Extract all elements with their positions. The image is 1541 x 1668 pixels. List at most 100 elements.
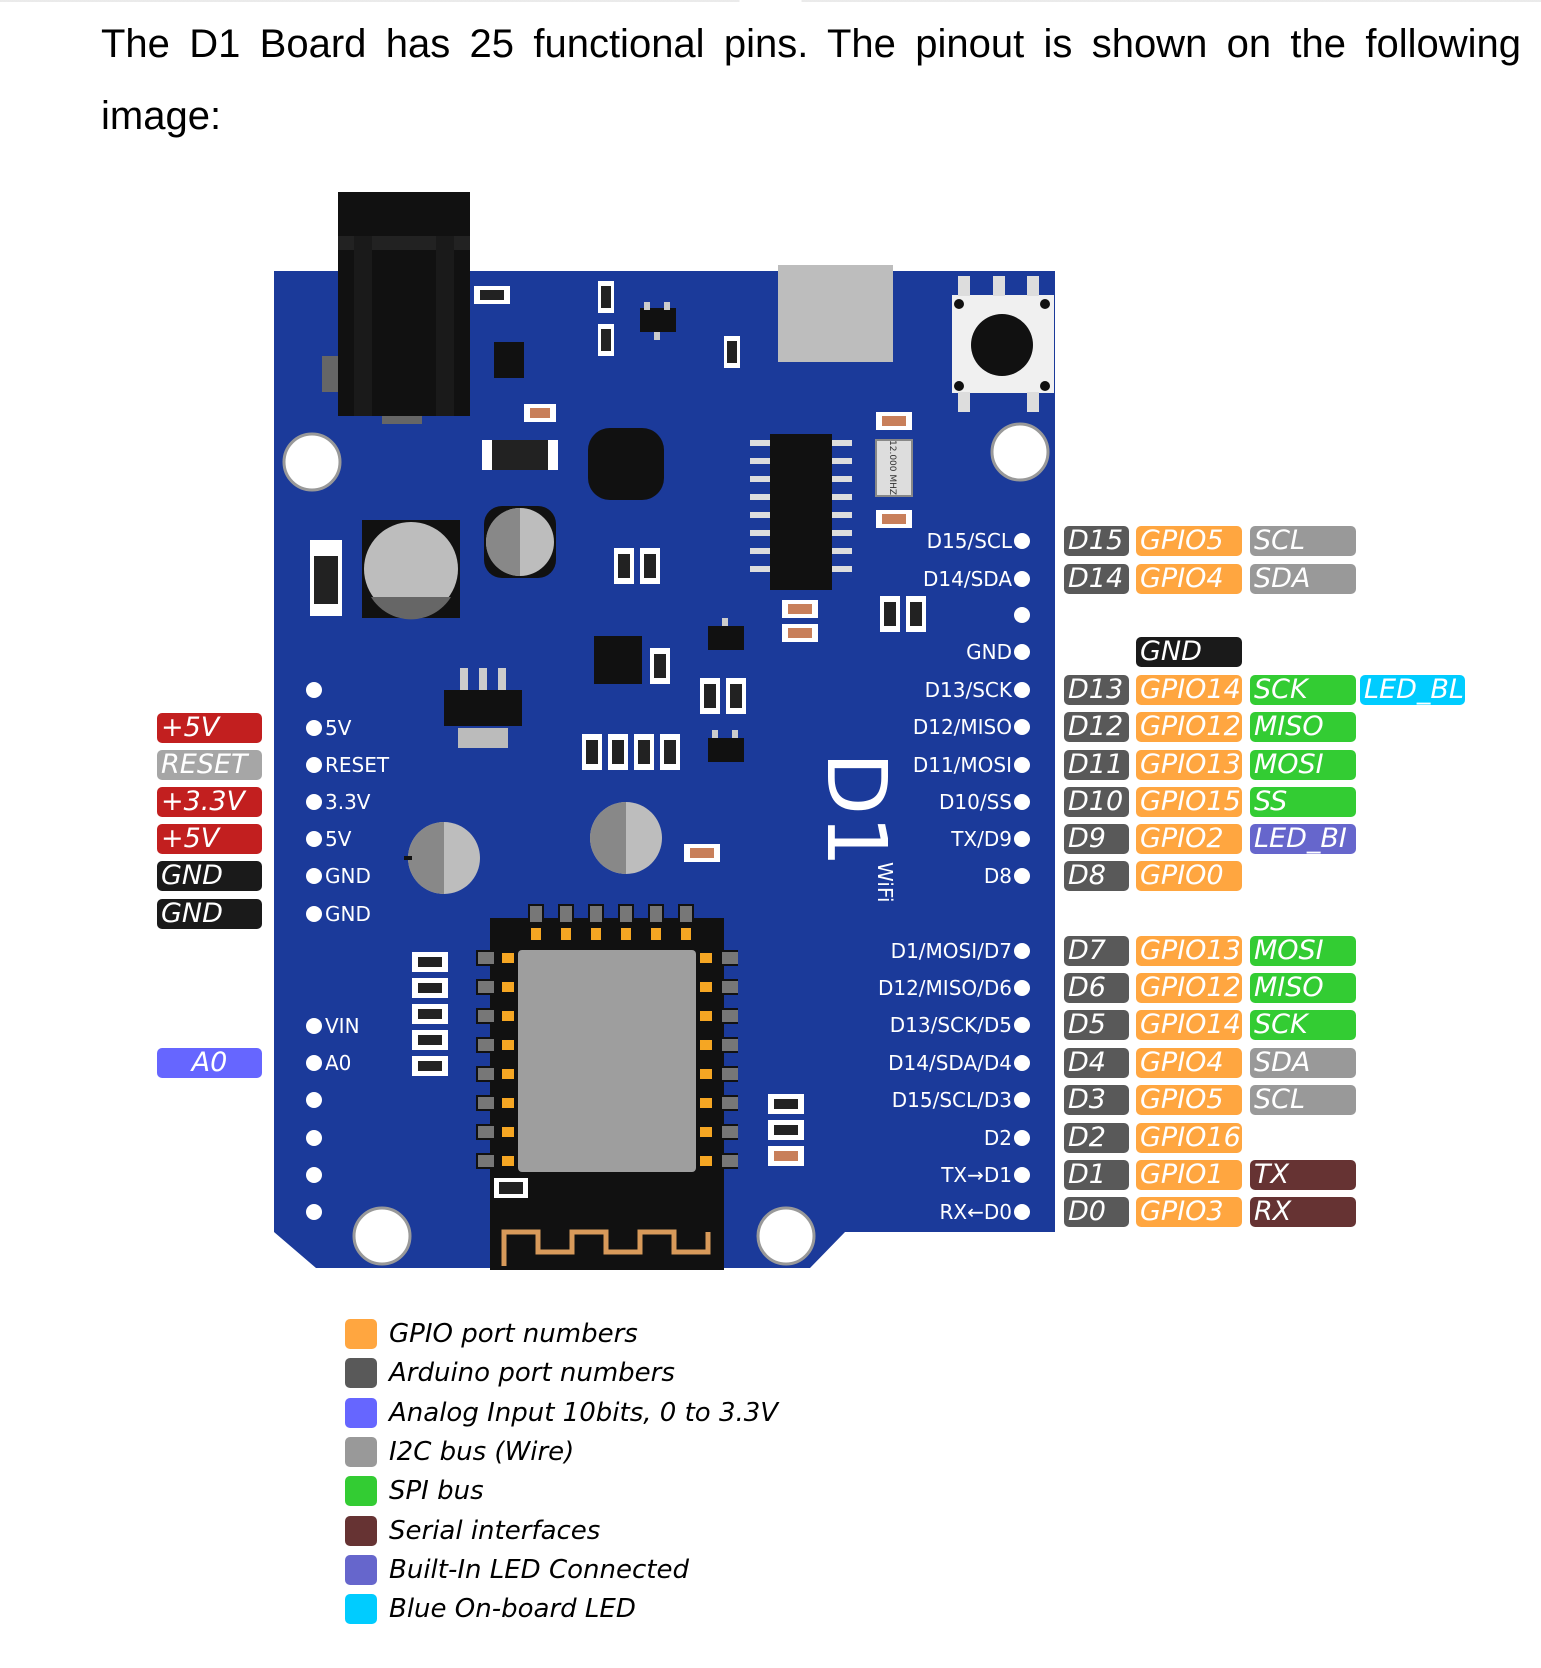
right-pin-tag: D10 [1064,787,1129,817]
left-header-pin [306,794,322,810]
mount-hole [282,432,342,492]
right-header-pin [1014,831,1030,847]
right-pin-tag: LED_BI [1250,824,1356,854]
right-pin-tag: MOSI [1250,750,1356,780]
right-header-pin [1014,719,1030,735]
right-header-pin [1014,607,1030,623]
mount-hole [756,1206,816,1266]
legend-swatch [345,1515,377,1546]
right-pin-tag: SCL [1250,526,1356,556]
left-header-pin [306,720,322,736]
right-pin-label: D1/MOSI/D7 [890,939,1012,963]
right-header-pin [1014,644,1030,660]
right-pin-label: D13/SCK [924,678,1012,702]
right-header-pin [1014,1092,1030,1108]
mount-hole [990,422,1050,482]
right-pin-tag: GPIO14 [1136,675,1242,705]
right-pin-label: D13/SCK/D5 [889,1013,1012,1037]
left-header-pin [306,831,322,847]
right-pin-label: D8 [983,864,1012,888]
right-pin-tag: SDA [1250,564,1356,594]
right-pin-tag: MISO [1250,973,1356,1003]
right-header-pin [1014,943,1030,959]
left-pin-label: 5V [325,716,352,740]
inductor [588,428,664,500]
legend-swatch [345,1476,377,1507]
right-pin-tag: GND [1136,637,1242,667]
right-pin-label: D12/MISO/D6 [877,976,1012,1000]
left-pin-tag: +5V [157,713,262,743]
right-pin-tag: GPIO13 [1136,936,1242,966]
right-pin-tag: GPIO12 [1136,973,1242,1003]
right-pin-tag: D2 [1064,1123,1129,1153]
left-pin-tag: +5V [157,824,262,854]
left-header-pin [306,1204,322,1220]
right-pin-label: D12/MISO [912,715,1012,739]
legend-swatch [345,1436,377,1467]
right-pin-tag: D12 [1064,712,1129,742]
right-pin-label: GND [966,640,1012,664]
intro-paragraph: The D1 Board has 25 functional pins. The… [101,22,1521,138]
right-pin-tag: D8 [1064,861,1129,891]
legend-label: SPI bus [389,1476,484,1507]
right-pin-label: D14/SDA [922,567,1012,591]
capacitors [362,506,662,894]
legend-label: I2C bus (Wire) [389,1436,575,1467]
right-header-pin [1014,1017,1030,1033]
right-pin-label: D14/SDA/D4 [888,1051,1012,1075]
board-logo: D1 [808,752,903,867]
right-pin-label: RX←D0 [939,1200,1012,1224]
mount-hole [352,1206,412,1266]
left-pin-label: VIN [325,1014,360,1038]
right-pin-tag: D4 [1064,1048,1129,1078]
left-pin-tag: A0 [157,1048,262,1078]
reset-button [952,276,1054,412]
right-header-pin [1014,868,1030,884]
right-pin-tag: GPIO5 [1136,526,1242,556]
right-pin-tag: RX [1250,1197,1356,1227]
left-pin-label: RESET [325,753,390,777]
voltage-regulator [444,668,522,748]
legend-swatch [345,1358,377,1389]
right-pin-tag: D11 [1064,750,1129,780]
transistors [494,302,744,762]
legend-swatch [345,1397,377,1428]
legend-swatch [345,1319,377,1349]
right-pin-label: TX/D9 [951,827,1012,851]
right-pin-tag: GPIO12 [1136,712,1242,742]
right-pin-tag: D7 [1064,936,1129,966]
right-pin-tag: SS [1250,787,1356,817]
right-pin-tag: GPIO1 [1136,1160,1242,1190]
right-pin-tag: D1 [1064,1160,1129,1190]
right-pin-tag: GPIO13 [1136,750,1242,780]
left-pin-label: GND [325,902,371,926]
right-header-pin [1014,682,1030,698]
right-pin-tag: D14 [1064,564,1129,594]
smd-components [474,281,926,862]
right-pin-tag: GPIO0 [1136,861,1242,891]
right-header-pin [1014,533,1030,549]
right-pin-tag: D3 [1064,1085,1129,1115]
legend-label: Built-In LED Connected [389,1554,689,1585]
right-pin-tag: SCK [1250,1010,1356,1040]
left-header-pin [306,682,322,698]
crystal-label: 12.000 MHZ [887,440,897,495]
right-pin-tag: GPIO15 [1136,787,1242,817]
left-pin-tag: +3.3V [157,787,262,817]
right-pin-tag: D13 [1064,675,1129,705]
left-pin-label: GND [325,864,371,888]
right-pin-label: D10/SS [939,790,1012,814]
right-pin-label: D15/SCL/D3 [891,1088,1012,1112]
legend-label: Analog Input 10bits, 0 to 3.3V [389,1397,779,1428]
right-pin-label: D11/MOSI [912,753,1012,777]
right-pin-tag: GPIO2 [1136,824,1242,854]
crystal [875,439,913,497]
right-pin-label: D2 [983,1126,1012,1150]
right-pin-tag: SCK [1250,675,1356,705]
legend-swatch [345,1594,377,1625]
right-pin-tag: SDA [1250,1048,1356,1078]
board-logo-sub: WiFi [873,862,897,903]
right-pin-tag: MISO [1250,712,1356,742]
left-header-pin [306,868,322,884]
right-pin-tag: GPIO5 [1136,1085,1242,1115]
